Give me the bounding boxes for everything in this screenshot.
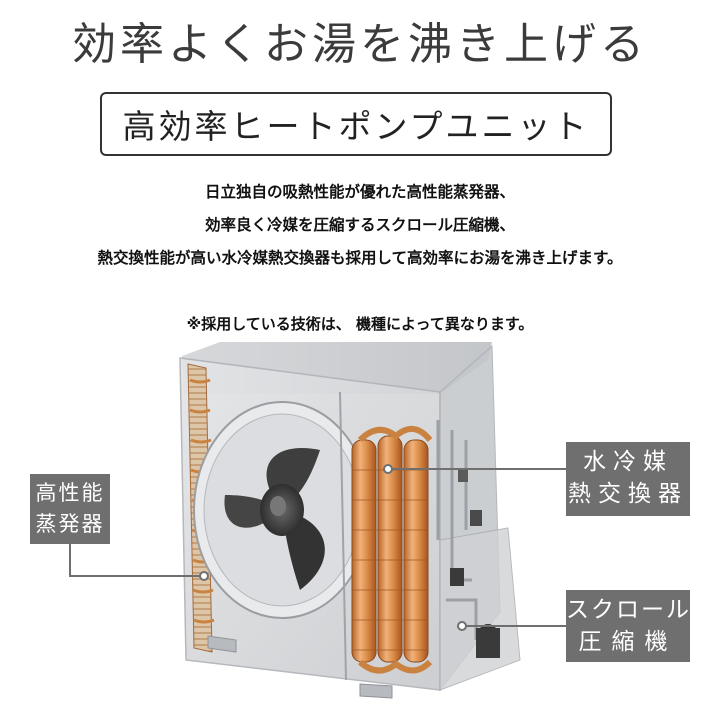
- scroll-compressor: [476, 624, 500, 658]
- description-line-3: 熱交換性能が高い水冷媒熱交換器も採用して高効率にお湯を沸き上げます。: [97, 249, 623, 267]
- evaporator-callout-line-2: 蒸発器: [35, 512, 105, 536]
- compressor-callout: スクロール 圧縮機: [566, 590, 690, 662]
- description-line-2: 効率良く冷媒を圧縮するスクロール圧縮機、: [204, 216, 515, 234]
- unit-feet: [207, 635, 393, 699]
- technology-note: ※採用している技術は、 機種によって異なります。: [186, 315, 534, 333]
- water-heat-exchanger: [351, 426, 433, 674]
- evaporator-callout: 高性能 蒸発器: [30, 474, 110, 544]
- subtitle-box: 高効率ヒートポンプユニット: [100, 92, 612, 156]
- compressor-callout-line-1: スクロール: [566, 597, 691, 623]
- callout-leader-lines: [69, 468, 566, 627]
- water-exchanger-callout-line-2: 熱交換器: [568, 481, 688, 507]
- page-title: 効率よくお湯を沸き上げる: [72, 19, 648, 70]
- evaporator-callout-line-1: 高性能: [35, 481, 105, 505]
- water-exchanger-callout-line-1: 水冷媒: [583, 449, 673, 475]
- unit-partition: [339, 391, 347, 681]
- water-exchanger-marker: [383, 464, 393, 474]
- water-exchanger-callout: 水冷媒 熱交換器: [566, 442, 690, 516]
- evaporator-leader-line: [69, 544, 204, 577]
- evaporator-marker: [199, 571, 209, 581]
- piping-valves: [450, 470, 482, 586]
- fan-blades: [224, 448, 325, 590]
- compressor-marker: [457, 621, 467, 631]
- compressor-callout-line-2: 圧縮機: [578, 629, 678, 655]
- description-line-1: 日立独自の吸熱性能が優れた高性能蒸発器、: [204, 183, 515, 201]
- callout-markers: [199, 464, 467, 631]
